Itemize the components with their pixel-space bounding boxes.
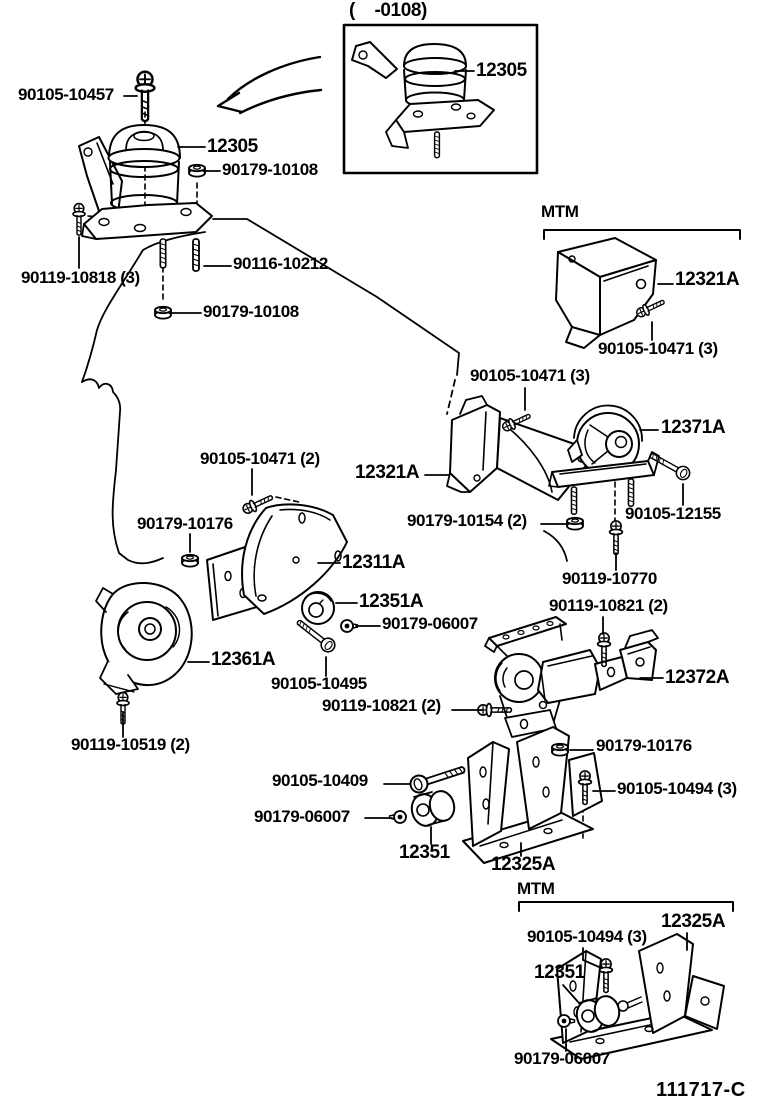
mount-12361A bbox=[95, 581, 193, 695]
direction-arrow-icon bbox=[216, 55, 323, 115]
label-90105-10471-3-right: 90105-10471 (3) bbox=[598, 339, 718, 358]
bushing-12351-a bbox=[410, 790, 456, 827]
plug-90179-06007-a-icon bbox=[340, 619, 359, 633]
bracket-12325A-engine bbox=[462, 726, 603, 864]
label-90119-10818: 90119-10818 (3) bbox=[21, 268, 140, 287]
label-90179-10108-b: 90179-10108 bbox=[203, 302, 299, 321]
label-90119-10770: 90119-10770 bbox=[562, 569, 657, 588]
label-90116-10212: 90116-10212 bbox=[233, 254, 328, 273]
insulator-12372A bbox=[484, 616, 659, 738]
label-90119-10519: 90119-10519 (2) bbox=[71, 735, 190, 754]
bushing-12351-b bbox=[575, 995, 621, 1033]
plug-90179-06007-b-icon bbox=[388, 810, 407, 824]
label-90119-10821-upper: 90119-10821 (2) bbox=[549, 596, 668, 615]
engine-mount-12305 bbox=[78, 124, 213, 272]
label-12361A: 12361A bbox=[211, 649, 276, 670]
label-12305-inset: 12305 bbox=[476, 60, 527, 81]
bracket-12325A-mtm bbox=[550, 933, 725, 1060]
label-90105-10471-3-mid: 90105-10471 (3) bbox=[470, 366, 590, 385]
label-90179-06007-a: 90179-06007 bbox=[382, 614, 478, 633]
drawing-code: 111717-C bbox=[656, 1079, 746, 1101]
nut-90179-10154-icon bbox=[566, 516, 584, 531]
bushing-12351A bbox=[301, 591, 335, 625]
mtm-tag-top: MTM bbox=[541, 202, 579, 221]
engine-mount-12305-early bbox=[351, 41, 495, 159]
mtm-tag-bottom: MTM bbox=[517, 879, 555, 898]
label-12321A-mtm: 12321A bbox=[675, 269, 740, 290]
label-90179-06007-b: 90179-06007 bbox=[254, 807, 350, 826]
label-12371A: 12371A bbox=[661, 417, 726, 438]
bolt-90119-10770-icon bbox=[608, 520, 624, 556]
label-90105-10409: 90105-10409 bbox=[272, 771, 368, 790]
label-90179-10154: 90179-10154 (2) bbox=[407, 511, 527, 530]
bracket-12321A-mtm bbox=[555, 237, 657, 349]
label-90179-10176-right: 90179-10176 bbox=[596, 736, 692, 755]
mount-12371A bbox=[548, 404, 660, 516]
bolt-90105-10409-icon bbox=[407, 760, 469, 796]
nut-90179-10176-r-icon bbox=[551, 742, 569, 757]
label-12321A-engine: 12321A bbox=[355, 462, 420, 483]
bolt-90105-12155-icon bbox=[646, 448, 693, 483]
inner-bolt-icon bbox=[617, 996, 643, 1012]
bolt-90105-10457-icon bbox=[134, 70, 156, 123]
label-12325A-mtm: 12325A bbox=[661, 911, 726, 932]
label-90179-06007-c: 90179-06007 bbox=[514, 1049, 610, 1068]
label-90179-10108-a: 90179-10108 bbox=[222, 160, 318, 179]
label-12351-a: 12351 bbox=[399, 842, 450, 863]
label-90119-10821-lower: 90119-10821 (2) bbox=[322, 696, 441, 715]
label-12325A-engine: 12325A bbox=[491, 854, 556, 875]
engine-outline bbox=[81, 218, 460, 565]
label-90105-10494-upper: 90105-10494 (3) bbox=[617, 779, 737, 798]
label-90105-10494-lower: 90105-10494 (3) bbox=[527, 927, 647, 946]
bracket-12311A bbox=[206, 503, 348, 621]
nut-90179-10176-l-icon bbox=[181, 553, 199, 568]
label-90105-10471-2: 90105-10471 (2) bbox=[200, 449, 320, 468]
label-12305: 12305 bbox=[207, 136, 258, 157]
label-90105-10495: 90105-10495 bbox=[271, 674, 367, 693]
label-90105-12155: 90105-12155 bbox=[625, 504, 721, 523]
nut-90179-10108-a-icon bbox=[188, 163, 206, 178]
label-12372A: 12372A bbox=[665, 667, 730, 688]
label-12351A: 12351A bbox=[359, 591, 424, 612]
nut-90179-10108-b-icon bbox=[154, 305, 172, 320]
leader-lines bbox=[78, 70, 688, 1052]
label-90105-10457: 90105-10457 bbox=[18, 85, 114, 104]
label-90179-10176-left: 90179-10176 bbox=[137, 514, 233, 533]
inset-note: ( -0108) bbox=[349, 0, 427, 21]
label-12351-b: 12351 bbox=[534, 962, 585, 983]
label-12311A: 12311A bbox=[342, 552, 406, 573]
mtm-section-brackets bbox=[518, 229, 741, 912]
bolt-90105-10494-l-icon bbox=[598, 958, 614, 994]
